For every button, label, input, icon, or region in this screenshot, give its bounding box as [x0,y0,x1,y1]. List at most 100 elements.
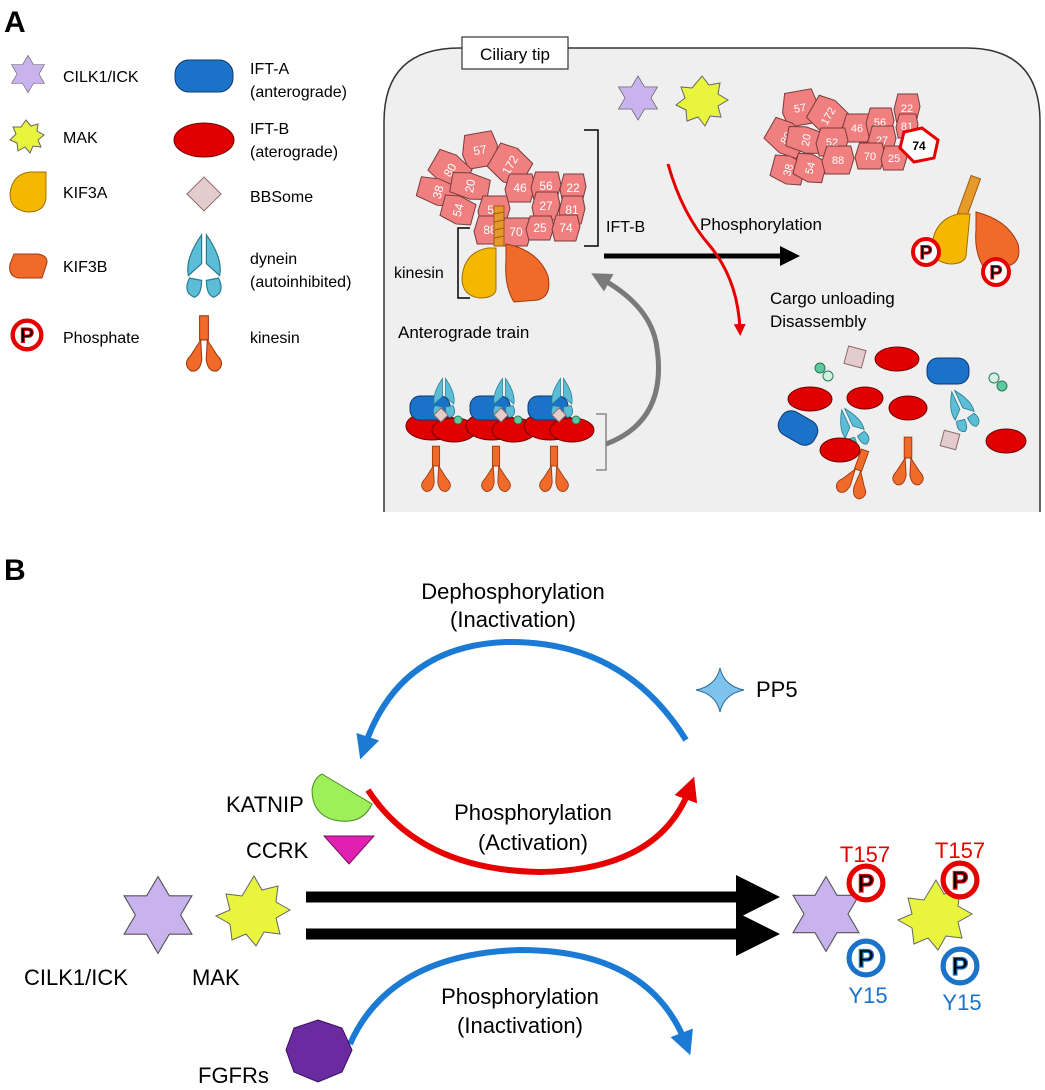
ift-subunit-label: 20 [462,178,478,194]
fgfrs-label: FGFRs [198,1063,269,1088]
legend-ift-b-sublabel: (aterograde) [250,144,338,161]
inactivation-label: Phosphorylation [441,984,599,1009]
ift-b-bracket-label: IFT-B [606,219,645,236]
phosphorylation-label: Phosphorylation [700,215,822,234]
disassembly-label: Disassembly [770,312,867,331]
anterograde-train [405,378,595,492]
mak-y15-phosphate-icon [943,949,977,983]
legend-mak-label: MAK [63,130,98,147]
dynein-legend-icon [186,234,222,298]
ift-subunit-57: 57 [462,130,498,170]
legend-phosphate-label: Phosphate [63,330,140,347]
legend: CILK1/ICK MAK KIF3A KIF3B Phosphate IFT-… [9,55,351,372]
pp5-label: PP5 [756,677,798,702]
ift-subunit-label: 57 [472,142,488,158]
ift-subunit-label: 88 [832,155,844,167]
kif3a-phosphate-icon [911,237,941,267]
legend-kif3a-label: KIF3A [63,185,108,202]
ift-subunit-label: 74 [0,0,6,7]
legend-cilk1-label: CILK1/ICK [63,69,139,86]
ccrk-label: CCRK [246,838,309,863]
ift-a-legend-icon [174,59,234,93]
ift-subunit-label: 46 [851,123,863,135]
cilk1-y15-phosphate-icon [849,941,883,975]
ift-subunit-label: 27 [539,199,553,213]
cilk1-y15-label: Y15 [848,983,887,1008]
ift-subunit-label: 22 [901,103,913,115]
return-arrow [591,273,661,447]
ift-b-complex-right: 578017220465622385227815488702574 [0,0,921,186]
cilk1-label: CILK1/ICK [24,965,128,990]
disassembled-cargo [777,345,1027,501]
ift-subunit-label: 74 [559,221,573,235]
kif3a-legend-icon [9,171,47,213]
ift-subunit-label: 81 [565,203,579,217]
ift-subunit-label: 25 [533,221,547,235]
ift-subunit-label: 20 [800,133,814,147]
ift-subunit-label: 38 [430,183,447,200]
ift-subunit-label: 70 [509,225,523,239]
mak-y15-label: Y15 [942,990,981,1015]
ift-subunit-label: 56 [539,179,553,193]
ift-subunit-88: 88 [821,145,855,175]
legend-dynein-sublabel: (autoinhibited) [250,274,351,291]
ift-subunit-label: 57 [793,102,807,116]
ift-subunit-70: 70 [499,217,533,247]
kinesin-legend-icon [185,315,223,372]
kif3b-phosphate-icon [981,257,1011,287]
activation-label: Phosphorylation [454,800,612,825]
ift-b-bracket [584,129,599,247]
ciliary-tip-label: Ciliary tip [480,45,550,64]
ift-subunit-label: 54 [450,201,467,218]
legend-kif3b-label: KIF3B [63,259,107,276]
kinesin-motor-phosphorylated [911,174,1020,287]
panel-b: Dephosphorylation (Inactivation) PP5 KAT… [24,579,985,1088]
ift-subunit-label: 70 [864,151,876,163]
kif3b-legend-icon [9,253,48,279]
cilk1-legend-icon [11,55,45,93]
ift-b-legend-icon [173,122,235,158]
cilk1-t157-phosphate-icon [849,866,883,900]
panel-label-b: B [4,554,26,587]
ift-subunit-54: 54 [439,194,477,226]
legend-ift-b-label: IFT-B [250,121,289,138]
legend-kinesin-label: kinesin [250,330,300,347]
ift-subunit-label: 22 [566,181,580,195]
mak-t157-phosphate-icon [943,863,977,897]
ift-subunit-label: 46 [513,181,527,195]
ift-subunit-27: 27 [531,191,561,221]
mak-kinase-icon [675,75,729,127]
legend-ift-a-label: IFT-A [250,61,289,78]
activation-sublabel: (Activation) [478,830,588,855]
anterograde-train-label: Anterograde train [398,323,529,342]
inactivation-arrow [347,946,693,1056]
train-unit [405,378,477,492]
ccrk-icon [322,835,376,865]
kinesin-motor-left [461,205,550,303]
katnip-label: KATNIP [226,792,304,817]
phosphate-legend-icon [13,321,42,350]
pp5-icon [695,667,745,713]
phosphorylation-arrow [666,163,746,336]
ift-b-complex-left: 578017238204656225452887027812574 [415,130,587,247]
legend-dynein-label: dynein [250,251,297,268]
ift-subunit-74: 74 [0,0,6,7]
ift74-label: 74 [912,139,926,153]
legend-bbsome-label: BBSome [250,189,313,206]
cilk1-t157-label: T157 [840,842,890,867]
mak-label: MAK [192,965,240,990]
bbsome-legend-icon [186,176,222,212]
panel-label-a: A [4,6,26,39]
katnip-icon [311,773,373,822]
mak-t157-label: T157 [935,838,985,863]
ift-subunit-46: 46 [504,173,536,203]
ift-subunit-20: 20 [449,171,491,201]
ift-subunit-label: 25 [888,153,900,165]
fgfr-icon [285,1019,353,1083]
ift-subunit-25: 25 [525,215,555,241]
ift74-subunit: 74 [898,126,940,164]
mak-legend-icon [9,119,45,154]
legend-ift-a-sublabel: (anterograde) [250,84,347,101]
inactivation-sublabel: (Inactivation) [457,1013,583,1038]
